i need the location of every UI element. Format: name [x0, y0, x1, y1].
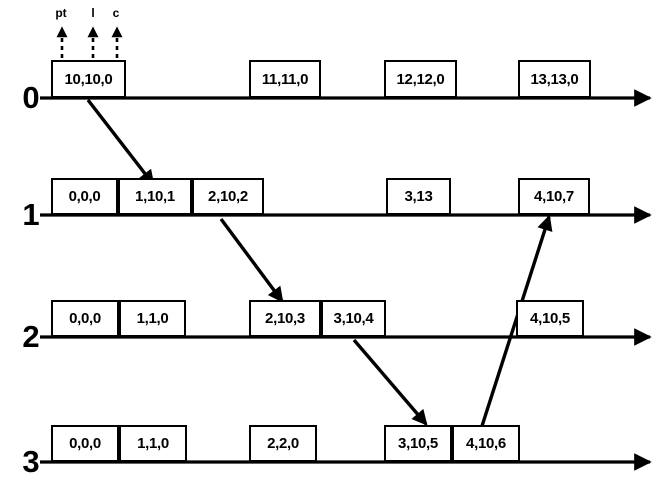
event-box-p0-0: 10,10,0 — [51, 60, 126, 98]
event-box-p3-2: 2,2,0 — [249, 425, 317, 462]
event-box-p2-2: 2,10,3 — [249, 300, 321, 337]
field-label-pt: pt — [55, 6, 67, 20]
process-label-0: 0 — [22, 80, 40, 115]
event-box-p2-4: 4,10,5 — [516, 300, 584, 337]
event-box-p1-2: 2,10,2 — [192, 178, 264, 215]
process-axes-group — [40, 89, 652, 471]
msg-1-to-2 — [219, 217, 284, 303]
event-box-p1-3: 3,13 — [386, 178, 451, 215]
field-label-l: l — [91, 6, 95, 20]
event-box-p2-3: 3,10,4 — [321, 300, 386, 337]
process-label-1: 1 — [22, 197, 40, 232]
process-label-2: 2 — [22, 319, 40, 354]
msg-2-to-3 — [352, 338, 428, 426]
event-box-p3-3: 3,10,5 — [384, 425, 452, 462]
event-box-p2-1: 1,1,0 — [119, 300, 186, 337]
event-box-p1-1: 1,10,1 — [118, 178, 192, 215]
msg-3-to-1 — [480, 214, 553, 427]
event-box-p1-4: 4,10,7 — [518, 178, 590, 215]
field-label-c: c — [112, 6, 120, 20]
event-box-p3-4: 4,10,6 — [452, 425, 520, 462]
event-box-p0-2: 12,12,0 — [384, 60, 457, 98]
field-pointer-arrows-group — [56, 26, 123, 58]
event-box-p0-3: 13,13,0 — [518, 60, 591, 98]
event-box-p1-0: 0,0,0 — [51, 178, 118, 215]
process-label-3: 3 — [22, 444, 40, 479]
event-box-p3-0: 0,0,0 — [51, 425, 119, 462]
event-box-p3-1: 1,1,0 — [119, 425, 187, 462]
event-box-p0-1: 11,11,0 — [249, 60, 321, 98]
msg-0-to-1 — [86, 98, 155, 186]
message-arrows-group — [86, 98, 553, 427]
event-box-p2-0: 0,0,0 — [51, 300, 119, 337]
